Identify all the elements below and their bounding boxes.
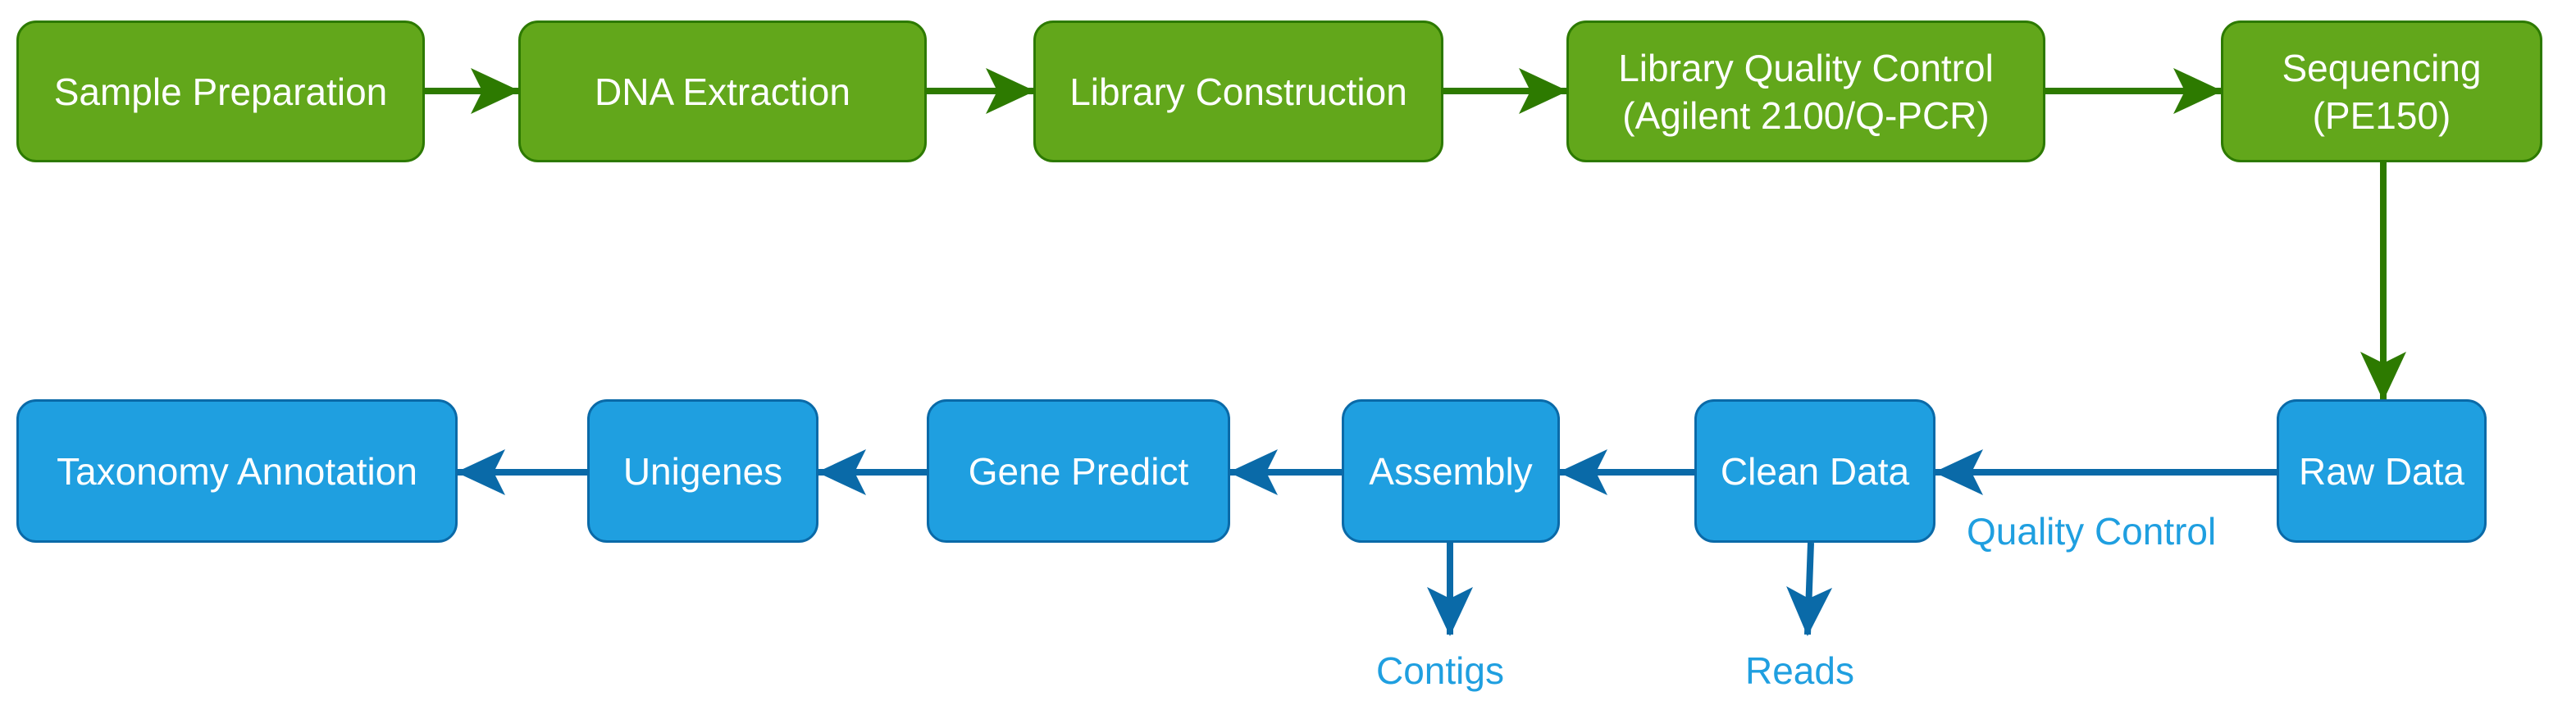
stage-dna-extraction: DNA Extraction (518, 20, 927, 162)
stage-sample-preparation: Sample Preparation (16, 20, 425, 162)
stage-unigenes: Unigenes (587, 399, 818, 543)
label-contigs: Contigs (1376, 649, 1504, 692)
stage-raw-data: Raw Data (2277, 399, 2487, 543)
stage-clean-data: Clean Data (1694, 399, 1935, 543)
label-quality-control: Quality Control (1967, 510, 2217, 553)
stage-library-construction: Library Construction (1033, 20, 1443, 162)
stage-sequencing: Sequencing (PE150) (2221, 20, 2542, 162)
stage-assembly: Assembly (1342, 399, 1560, 543)
stage-gene-predict: Gene Predict (927, 399, 1230, 543)
label-reads: Reads (1745, 649, 1854, 692)
stage-library-quality-control: Library Quality Control (Agilent 2100/Q-… (1566, 20, 2045, 162)
arrow-clean-to-reads (1786, 542, 1833, 636)
stage-taxonomy-annotation: Taxonomy Annotation (16, 399, 458, 543)
